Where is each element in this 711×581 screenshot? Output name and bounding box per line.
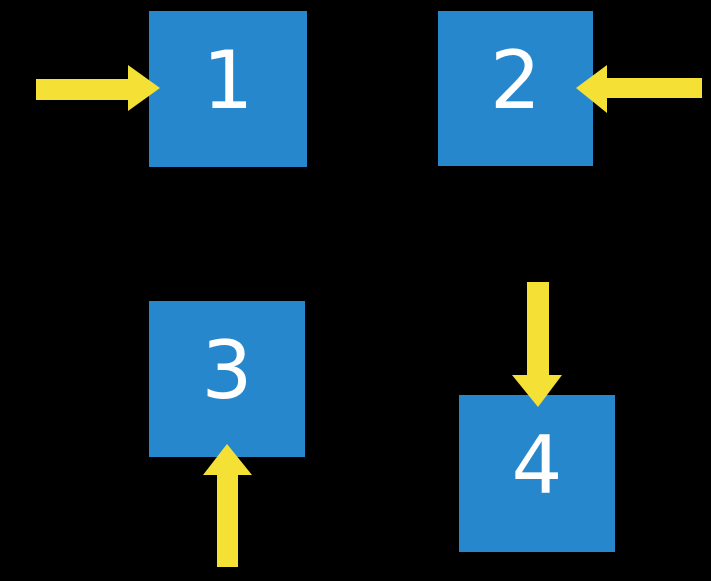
square-1[interactable]: 1 [149, 11, 307, 167]
arrow-down-icon [512, 282, 562, 407]
square-2-label: 2 [490, 33, 541, 127]
arrow-right-icon [36, 65, 160, 111]
arrow-left-icon [576, 65, 702, 113]
square-4[interactable]: 4 [459, 395, 615, 552]
square-3-label: 3 [201, 324, 253, 417]
square-3[interactable]: 3 [149, 301, 305, 457]
arrow-up-icon [203, 444, 252, 567]
square-1-label: 1 [202, 34, 254, 127]
square-2[interactable]: 2 [438, 11, 593, 166]
square-4-label: 4 [511, 418, 563, 512]
